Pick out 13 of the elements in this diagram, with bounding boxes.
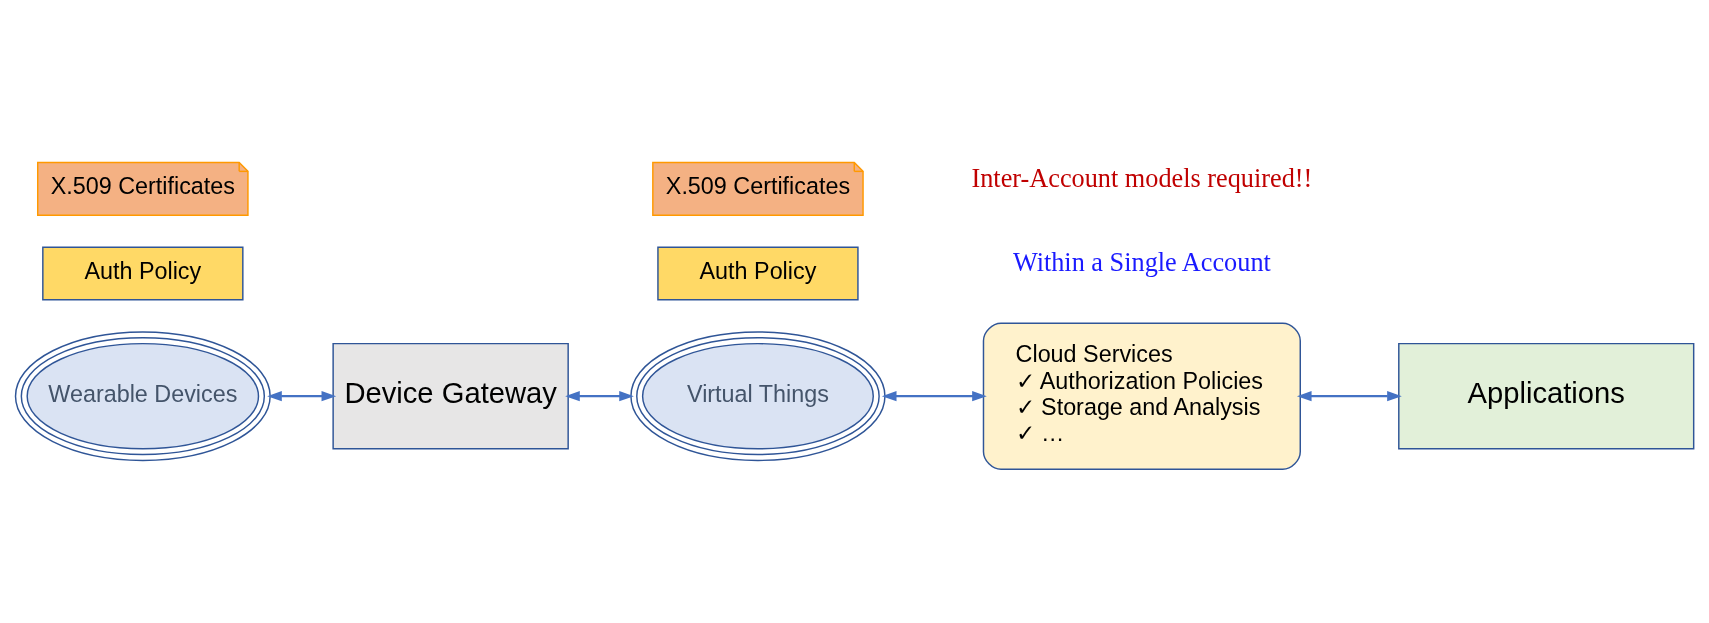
node-box: Device Gateway xyxy=(332,342,569,450)
arrow xyxy=(881,391,987,402)
node-box: Auth Policy xyxy=(657,246,859,301)
node-ellipse: Virtual Things xyxy=(630,331,886,462)
arrow xyxy=(1296,391,1402,402)
node-box: Cloud Services ✓ Authorization Policies ✓ Storage and Analysis ✓ … xyxy=(982,322,1301,470)
node-box: Applications xyxy=(1398,342,1695,450)
label: Within a Single Account xyxy=(1012,248,1271,278)
arrow xyxy=(565,391,634,402)
node-box: Auth Policy xyxy=(42,246,244,301)
node-ellipse: Wearable Devices xyxy=(14,331,271,462)
label: Inter-Account models required!! xyxy=(971,163,1313,193)
arrow xyxy=(267,391,337,402)
